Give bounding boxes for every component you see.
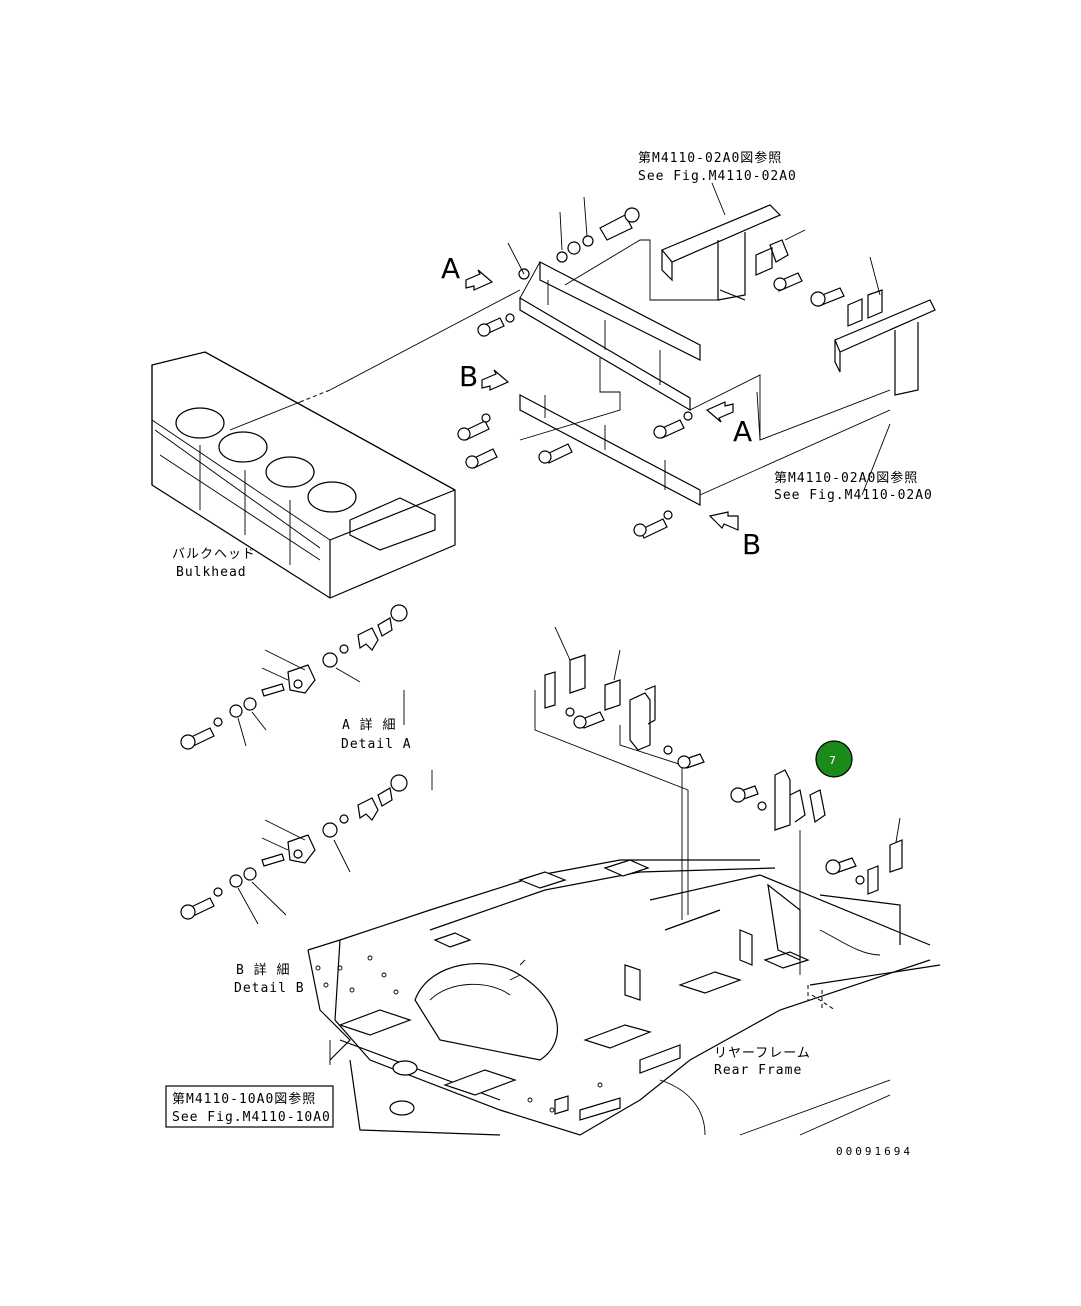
callout-circle[interactable] — [815, 740, 853, 778]
detail-a-label-en: Detail A — [341, 737, 412, 752]
ref-right-jp: 第M4110-02A0図参照 — [774, 470, 918, 486]
detail-a-drawing — [180, 604, 408, 750]
detail-a-label-jp: A 詳 細 — [342, 717, 396, 733]
bulkhead-label-en: Bulkhead — [176, 565, 247, 580]
rear-frame-drawing — [307, 859, 941, 1136]
view-marker-a-upper: A — [441, 252, 460, 285]
rear-frame-label-en: Rear Frame — [714, 1063, 802, 1078]
lower-bracket-parts — [534, 626, 903, 1011]
callout-7[interactable]: 7 — [815, 740, 853, 778]
bulkhead-drawing — [151, 289, 521, 599]
view-arrows — [465, 269, 739, 531]
detail-b-label-en: Detail B — [234, 981, 305, 996]
bulkhead-label-jp: バルクヘッド — [172, 547, 256, 562]
view-marker-a-right: A — [733, 415, 752, 448]
upper-right-frame — [661, 204, 936, 441]
rear-frame-label-jp: リヤーフレーム — [714, 1046, 811, 1061]
view-marker-b-upper: B — [459, 360, 478, 393]
view-marker-b-right: B — [742, 528, 761, 561]
ref-top-en: See Fig.M4110-02A0 — [638, 169, 797, 184]
ref-right-en: See Fig.M4110-02A0 — [774, 488, 933, 503]
detail-b-drawing — [180, 770, 433, 925]
ref-bottom-jp: 第M4110-10A0図参照 — [172, 1091, 316, 1107]
callout-number: 7 — [829, 754, 836, 767]
upper-fasteners — [457, 207, 845, 539]
drawing-id: 00091694 — [836, 1145, 913, 1158]
upper-leaders — [507, 182, 891, 496]
ref-top-jp: 第M4110-02A0図参照 — [638, 150, 782, 166]
ref-bottom-en: See Fig.M4110-10A0 — [172, 1110, 331, 1125]
upper-rail-assembly — [519, 239, 891, 506]
detail-b-label-jp: B 詳 細 — [236, 962, 290, 978]
ref-bottom-box — [165, 1085, 334, 1128]
